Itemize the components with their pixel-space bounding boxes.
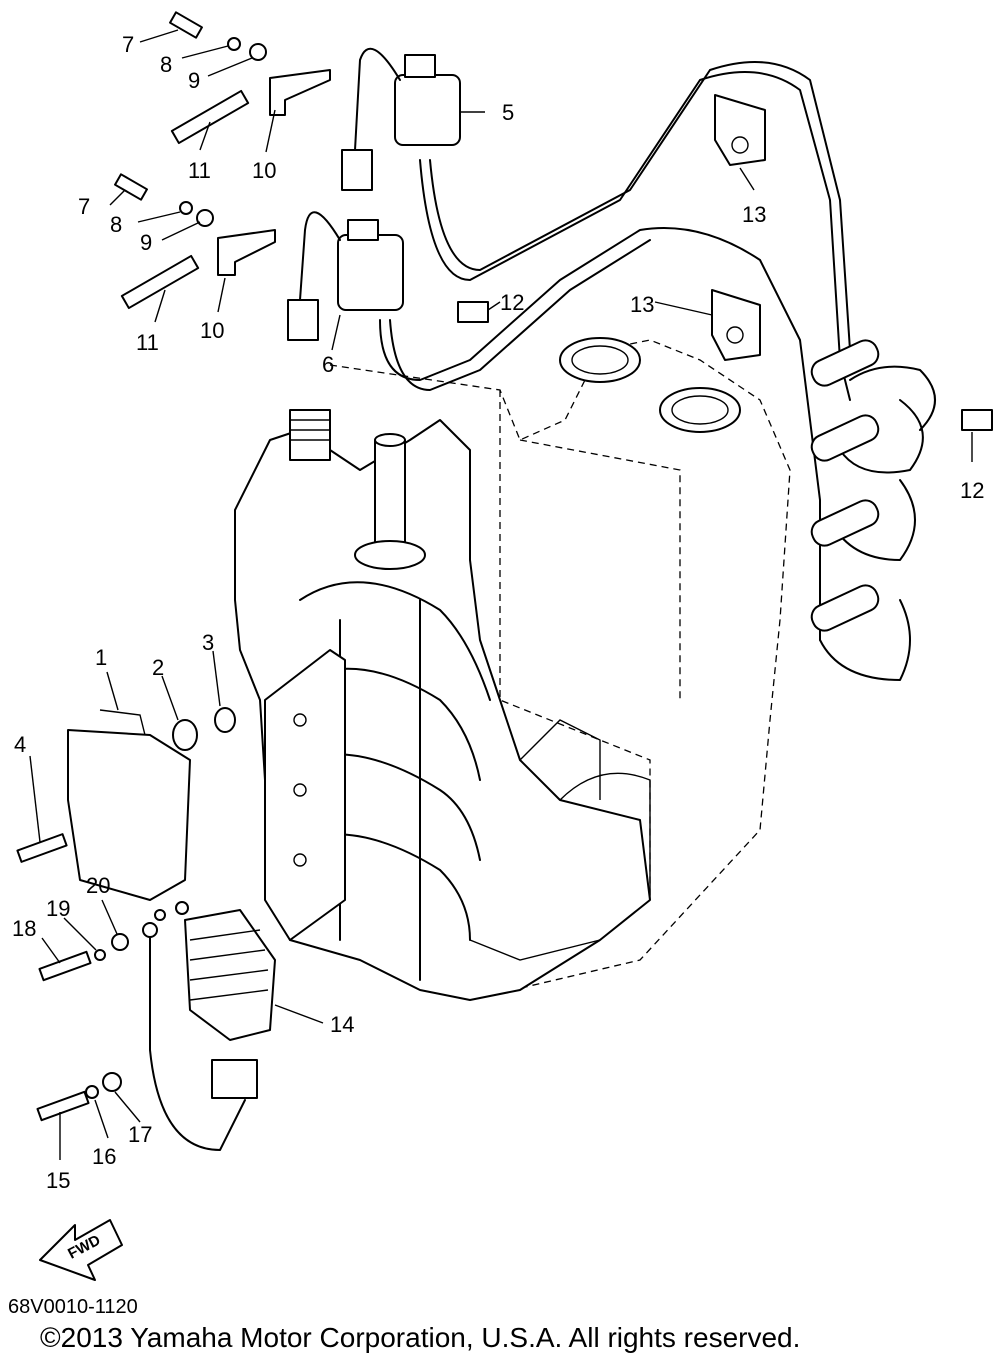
callout-14: 14 bbox=[330, 1012, 354, 1037]
engine-block bbox=[234, 337, 791, 1001]
copyright-notice: ©2013 Yamaha Motor Corporation, U.S.A. A… bbox=[40, 1322, 801, 1353]
callout-16: 16 bbox=[92, 1144, 116, 1169]
callout-15: 15 bbox=[46, 1168, 70, 1193]
callout-8b: 8 bbox=[110, 212, 122, 237]
callout-numbers: 7 8 9 10 11 5 7 8 9 10 11 6 12 13 13 12 … bbox=[12, 32, 984, 1193]
callout-18: 18 bbox=[12, 916, 36, 941]
callout-13b: 13 bbox=[630, 292, 654, 317]
callout-13a: 13 bbox=[742, 202, 766, 227]
fwd-arrow-icon: FWD bbox=[39, 1219, 123, 1281]
cdi-unit bbox=[16, 707, 236, 901]
callout-19: 19 bbox=[46, 896, 70, 921]
callout-12a: 12 bbox=[500, 290, 524, 315]
callout-6: 6 bbox=[322, 352, 334, 377]
coil-hardware-lower bbox=[114, 173, 276, 310]
callout-17: 17 bbox=[128, 1122, 152, 1147]
callout-1: 1 bbox=[95, 645, 107, 670]
drawing-code: 68V0010-1120 bbox=[8, 1296, 138, 1318]
rectifier-regulator bbox=[36, 901, 276, 1151]
callout-12b: 12 bbox=[960, 478, 984, 503]
callout-10a: 10 bbox=[252, 158, 276, 183]
callout-9b: 9 bbox=[140, 230, 152, 255]
coil-hardware-upper bbox=[169, 11, 331, 145]
callout-8a: 8 bbox=[160, 52, 172, 77]
lead-holders bbox=[457, 94, 993, 431]
callout-11b: 11 bbox=[136, 330, 159, 355]
callout-9a: 9 bbox=[188, 68, 200, 93]
callout-3: 3 bbox=[202, 630, 214, 655]
callout-11a: 11 bbox=[188, 158, 211, 183]
callout-20: 20 bbox=[86, 873, 110, 898]
leader-lines bbox=[29, 29, 973, 1160]
ignition-leads bbox=[379, 61, 936, 681]
ignition-coil-5 bbox=[341, 47, 461, 191]
callout-4: 4 bbox=[14, 732, 26, 757]
callout-2: 2 bbox=[152, 655, 164, 680]
callout-7a: 7 bbox=[122, 32, 134, 57]
callout-7b: 7 bbox=[78, 194, 90, 219]
callout-5: 5 bbox=[502, 100, 514, 125]
plug-caps bbox=[810, 339, 880, 632]
callout-10b: 10 bbox=[200, 318, 224, 343]
ignition-coil-6 bbox=[287, 211, 404, 341]
